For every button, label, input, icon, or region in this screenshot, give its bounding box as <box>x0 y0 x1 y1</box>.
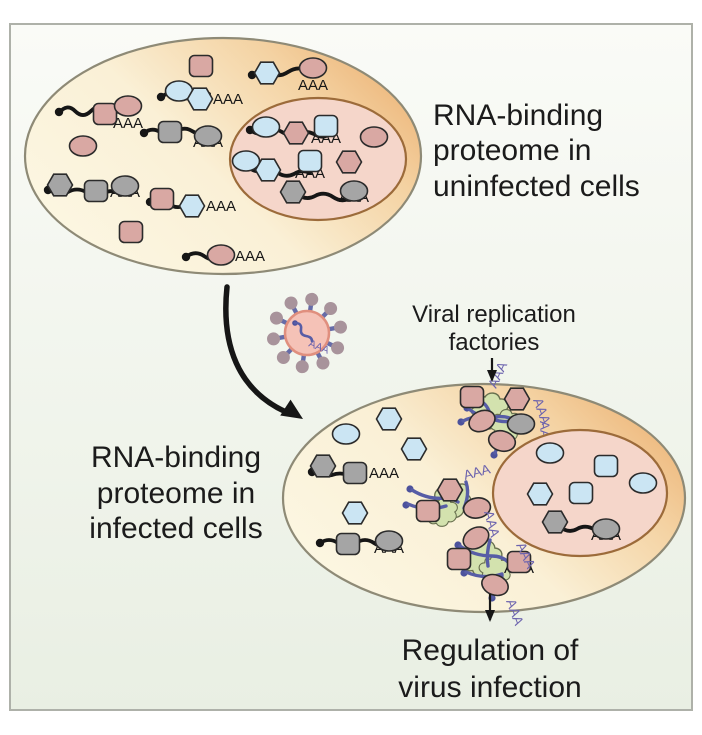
protein-hexagon-icon <box>375 407 403 431</box>
uninfected-label-line1: RNA-binding <box>433 99 603 132</box>
protein-hexagon-icon <box>309 454 337 478</box>
protein-ellipse-icon <box>374 530 404 552</box>
mrna-complex: AAA <box>145 187 236 218</box>
mrna-complex: AAA <box>54 95 143 132</box>
uninfected-label: RNA-binding proteome in uninfected cells <box>433 99 640 203</box>
protein-ellipse-icon <box>113 95 143 117</box>
protein-ellipse-icon <box>628 472 658 494</box>
protein-ellipse-icon <box>359 126 389 148</box>
protein-square-icon <box>157 120 183 144</box>
protein-hexagon-icon <box>186 87 214 111</box>
viral-replication-factory: AAA AAA <box>402 461 503 539</box>
protein-ellipse-icon <box>339 180 369 202</box>
protein-square-icon <box>297 149 323 173</box>
polyA-label: AAA <box>213 91 243 108</box>
protein-ellipse-icon <box>193 125 223 147</box>
protein-ellipse-icon <box>298 57 328 79</box>
mrna-complex: AAA <box>247 57 328 94</box>
uninfected-label-line3: uninfected cells <box>433 170 640 203</box>
mrna-complex: AAA <box>43 173 140 203</box>
polyA-label: AAA <box>298 77 328 94</box>
uninfected-label-line2: proteome in <box>433 134 591 167</box>
mrna-complex: AAA <box>307 454 399 485</box>
infected-label-line1: RNA-binding <box>91 441 261 474</box>
protein-hexagon-icon <box>178 194 206 218</box>
regulation-label-line2: virus infection <box>398 671 581 704</box>
infected-label: RNA-binding proteome in infected cells <box>89 441 262 545</box>
protein-square-icon <box>415 499 441 523</box>
infected-label-line3: infected cells <box>89 512 262 545</box>
protein-hexagon-icon <box>279 180 307 204</box>
virus-icon: AAA <box>267 292 347 374</box>
protein-hexagon-icon <box>400 437 428 461</box>
protein-ellipse-icon <box>206 244 236 266</box>
protein-hexagon-icon <box>503 387 531 411</box>
protein-square-icon <box>92 102 118 126</box>
protein-ellipse-icon <box>506 413 536 435</box>
protein-ellipse-icon <box>231 150 261 172</box>
protein-square-icon <box>188 54 214 78</box>
protein-square-icon <box>335 532 361 556</box>
protein-ellipse-icon <box>110 175 140 197</box>
protein-hexagon-icon <box>282 121 310 145</box>
protein-square-icon <box>83 179 109 203</box>
protein-ellipse-icon <box>591 518 621 540</box>
protein-hexagon-icon <box>436 478 464 502</box>
protein-square-icon <box>118 220 144 244</box>
protein-ellipse-icon <box>331 423 361 445</box>
factories-label-line2: factories <box>449 329 540 356</box>
mrna-complex: AAA <box>279 180 369 206</box>
mrna-complex: AAA <box>181 244 265 266</box>
mrna-complex: AAA <box>231 149 325 182</box>
mrna-complex: AAA <box>315 530 404 557</box>
protein-ellipse-icon <box>535 442 565 464</box>
mrna-complex: AAA <box>156 80 243 111</box>
mrna-complex: AAA <box>245 114 341 147</box>
protein-hexagon-icon <box>526 482 554 506</box>
polyA-label: AAA <box>235 248 265 265</box>
polyA-label: AAA <box>206 198 236 215</box>
polyA-label: AAA <box>113 115 143 132</box>
protein-ellipse-icon <box>251 116 281 138</box>
polyA-label: AAA <box>462 461 492 482</box>
factories-label-line1: Viral replication <box>412 301 576 328</box>
protein-hexagon-icon <box>341 501 369 525</box>
protein-hexagon-icon <box>335 150 363 174</box>
protein-square-icon <box>313 114 339 138</box>
polyA-label: AAA <box>369 465 399 482</box>
protein-square-icon <box>568 481 594 505</box>
regulation-label: Regulation of virus infection <box>398 594 582 704</box>
uninfected-nucleus: AAA AAA AAA <box>228 96 408 222</box>
factories-label: Viral replication factories <box>412 301 576 382</box>
protein-hexagon-icon <box>541 510 569 534</box>
infected-label-line2: proteome in <box>97 477 255 510</box>
protein-square-icon <box>459 385 485 409</box>
infected-nucleus: AAA <box>491 428 669 558</box>
protein-hexagon-icon <box>253 61 281 85</box>
protein-square-icon <box>342 461 368 485</box>
protein-ellipse-icon <box>68 135 98 157</box>
mrna-complex: AAA <box>541 510 621 544</box>
infection-arrow <box>223 284 303 419</box>
mrna-complex: AAA <box>139 120 223 151</box>
protein-hexagon-icon <box>254 158 282 182</box>
uninfected-cell: AAA AAA AAA AAA AAA <box>23 36 423 276</box>
regulation-label-line1: Regulation of <box>402 634 579 667</box>
protein-square-icon <box>446 547 472 571</box>
protein-square-icon <box>149 187 175 211</box>
protein-square-icon <box>593 454 619 478</box>
protein-hexagon-icon <box>46 173 74 197</box>
